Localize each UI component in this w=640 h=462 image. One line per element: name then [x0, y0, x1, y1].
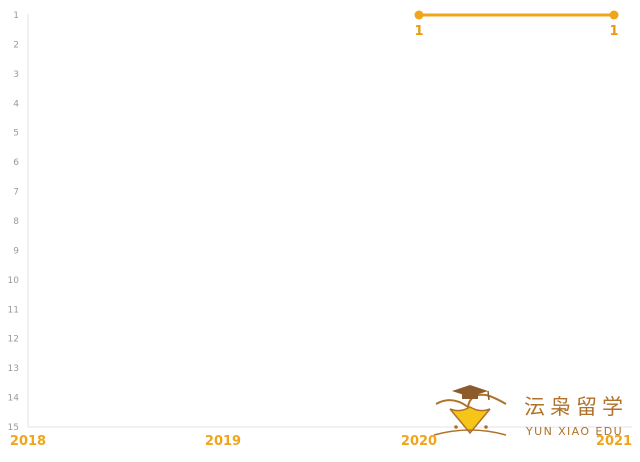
- logo-english-name: YUN XIAO EDU: [526, 425, 624, 438]
- y-tick-label: 5: [13, 129, 19, 139]
- x-tick-label: 2018: [10, 434, 46, 449]
- y-tick-label: 2: [13, 40, 19, 50]
- y-tick-label: 13: [8, 364, 19, 374]
- y-tick-label: 12: [8, 335, 19, 345]
- y-tick-label: 1: [13, 11, 19, 21]
- x-axis-ticks: 2018 2019 2020 2021: [10, 434, 632, 449]
- y-tick-label: 10: [8, 276, 20, 286]
- x-tick-label: 2019: [205, 434, 241, 449]
- x-tick-label: 2020: [401, 434, 437, 449]
- y-tick-label: 3: [13, 70, 19, 80]
- owl-cap-icon: [433, 385, 507, 436]
- data-label: 1: [414, 24, 423, 39]
- y-tick-label: 8: [13, 217, 19, 227]
- y-tick-label: 15: [8, 423, 19, 433]
- y-tick-label: 6: [13, 158, 19, 168]
- y-tick-label: 14: [8, 394, 20, 404]
- y-tick-label: 4: [13, 99, 19, 109]
- y-tick-label: 11: [8, 305, 19, 315]
- y-tick-label: 9: [13, 246, 19, 256]
- data-point: [414, 10, 424, 20]
- data-point: [609, 10, 619, 20]
- logo-chinese-name: 沄枭留学: [524, 395, 628, 419]
- yunxiao-logo: 沄枭留学 YUN XIAO EDU: [432, 383, 632, 443]
- data-label: 1: [609, 24, 618, 39]
- y-tick-label: 7: [13, 188, 19, 198]
- x-tick-label: 2021: [596, 434, 632, 449]
